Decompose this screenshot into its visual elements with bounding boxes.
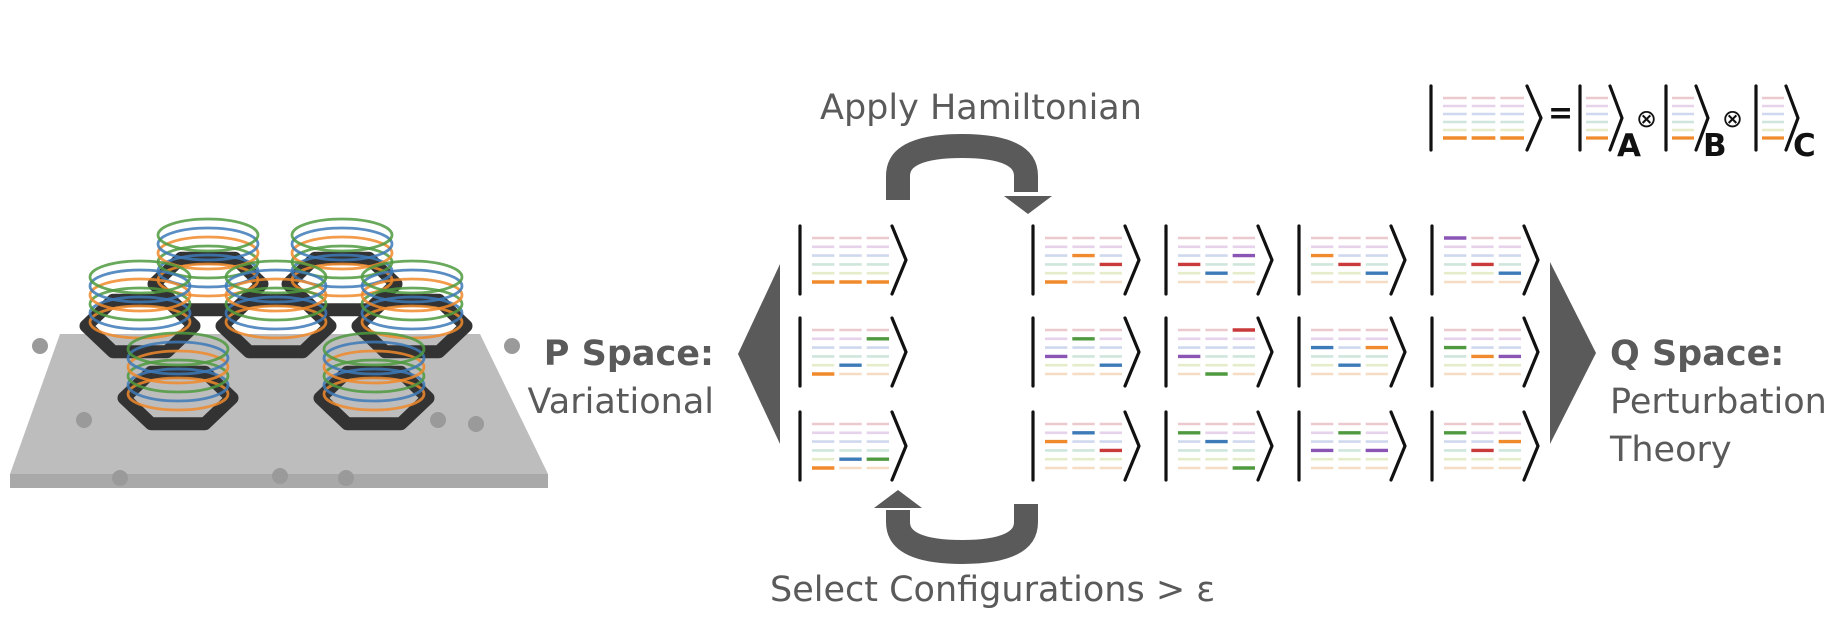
hydrogen-atom-1 — [32, 338, 48, 354]
equals-sign: = — [1548, 96, 1574, 131]
q-space-title: Q Space: — [1610, 334, 1785, 374]
p-ket-3 — [798, 410, 908, 482]
flow-arrows — [738, 133, 1596, 565]
p-ket-2 — [798, 316, 908, 388]
hydrogen-atom-7 — [272, 468, 288, 484]
orbital-rings-4 — [88, 259, 192, 340]
fragment-ket-a — [1578, 84, 1624, 152]
q-ket-3-2 — [1164, 410, 1274, 482]
hydrogen-atom-3 — [112, 470, 128, 486]
q-ket-2-4 — [1430, 316, 1540, 388]
q-ket-1-3 — [1297, 224, 1407, 296]
select-configurations-arrowhead — [874, 490, 922, 508]
q-space-arrow — [1550, 262, 1596, 444]
fragment-label-a: A — [1617, 128, 1641, 164]
fragment-label-b: B — [1703, 128, 1727, 164]
fragment-ket-b — [1664, 84, 1710, 152]
configuration-kets — [798, 224, 1540, 482]
q-ket-1-4 — [1430, 224, 1540, 296]
q-ket-2-3 — [1297, 316, 1407, 388]
select-configurations-label: Select Configurations > ε — [770, 570, 1216, 610]
hydrogen-atom-4 — [338, 470, 354, 486]
hydrogen-atom-2 — [76, 412, 92, 428]
q-ket-1-1 — [1031, 224, 1141, 296]
molecule-illustration — [10, 217, 548, 488]
apply-hamiltonian-label: Apply Hamiltonian — [820, 88, 1142, 128]
hydrogen-atom-8 — [468, 416, 484, 432]
tensor-symbol-1: ⊗ — [1636, 104, 1657, 133]
select-configurations-arrow — [886, 504, 1038, 565]
p-ket-1 — [798, 224, 908, 296]
orbital-rings-7 — [322, 331, 426, 412]
fragment-label-c: C — [1793, 128, 1816, 164]
p-space-title: P Space: — [543, 334, 714, 374]
q-ket-1-2 — [1164, 224, 1274, 296]
orbital-rings-3 — [224, 259, 328, 340]
q-ket-3-1 — [1031, 410, 1141, 482]
tensor-product-equation — [1429, 84, 1800, 152]
equation-full-ket — [1429, 84, 1543, 152]
q-ket-2-1 — [1031, 316, 1141, 388]
orbital-rings-6 — [126, 331, 230, 412]
hydrogen-atom-6 — [504, 338, 520, 354]
tensor-symbol-2: ⊗ — [1722, 104, 1743, 133]
hydrogen-atom-5 — [430, 412, 446, 428]
apply-hamiltonian-arrow — [886, 133, 1038, 200]
p-space-arrow — [738, 264, 780, 444]
q-ket-2-2 — [1164, 316, 1274, 388]
q-space-line2: Theory — [1610, 430, 1732, 470]
p-space-subtitle: Variational — [527, 382, 714, 422]
apply-hamiltonian-arrowhead — [1004, 196, 1052, 214]
q-ket-3-4 — [1430, 410, 1540, 482]
q-ket-3-3 — [1297, 410, 1407, 482]
orbital-rings-5 — [360, 259, 464, 340]
fragment-ket-c — [1754, 84, 1800, 152]
q-space-line1: Perturbation — [1610, 382, 1827, 422]
